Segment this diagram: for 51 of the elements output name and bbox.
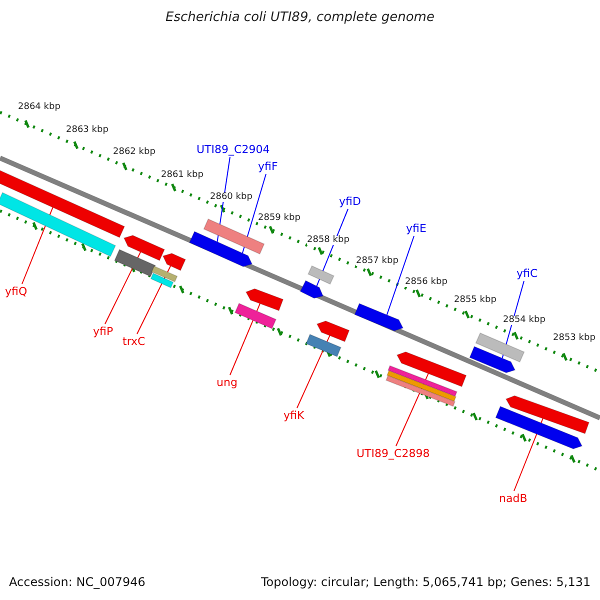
leader-line [136,265,172,334]
map-title: Escherichia coli UTI89, complete genome [166,11,434,24]
gene-name: yfiD [339,196,361,207]
gene-feature [245,288,284,312]
gene-name: yfiF [258,161,278,172]
gene-name: trxC [122,336,146,347]
category-bar [495,406,583,450]
scale-label: 2860 kbp [210,193,252,202]
leader-line [230,303,260,376]
scale-label: 2853 kbp [553,334,596,343]
gene-name: nadB [499,493,528,504]
leader-line [296,335,330,408]
scale-label: 2863 kbp [66,126,108,135]
scale-label: 2858 kbp [307,236,350,245]
category-bar [151,266,178,282]
scale-label: 2859 kbp [258,214,300,223]
gene-feature [316,320,350,342]
gene-name: UTI89_C2898 [356,448,430,459]
category-bar [0,192,116,258]
scale-label: 2856 kbp [405,278,448,287]
category-bar [305,334,342,358]
scale-label: 2864 kbp [18,103,60,112]
gene-feature [188,230,253,268]
category-bar [307,265,335,285]
gene-name: yfiE [406,223,426,234]
category-bar [150,272,174,288]
gene-feature [505,395,590,434]
gene-feature [162,252,186,272]
scale-label: 2862 kbp [113,148,156,157]
footer-text: Accession: NC_007946 [9,576,146,588]
gene-name: yfiK [284,410,304,421]
scale-label: 2855 kbp [454,296,496,305]
leader-line [386,236,414,316]
gene-name: yfiP [93,326,114,337]
category-bar [385,375,456,407]
gene-name: UTI89_C2904 [196,144,270,155]
gene-name: yfiQ [5,286,28,297]
gene-feature [396,351,467,388]
scale-label: 2861 kbp [161,171,204,180]
category-bar [234,302,277,330]
gene-feature [354,302,404,332]
gene-feature [300,280,324,299]
category-bar [114,248,156,278]
footer-text: Topology: circular; Length: 5,065,741 bp; Genes: 5,131 [261,576,591,588]
gene-feature [469,346,516,374]
gene-name: yfiC [516,268,538,279]
scale-label: 2854 kbp [503,316,546,325]
category-bar [475,332,525,363]
gene-name: ung [216,377,238,388]
gene-feature [123,234,166,262]
scale-label: 2857 kbp [356,257,398,266]
